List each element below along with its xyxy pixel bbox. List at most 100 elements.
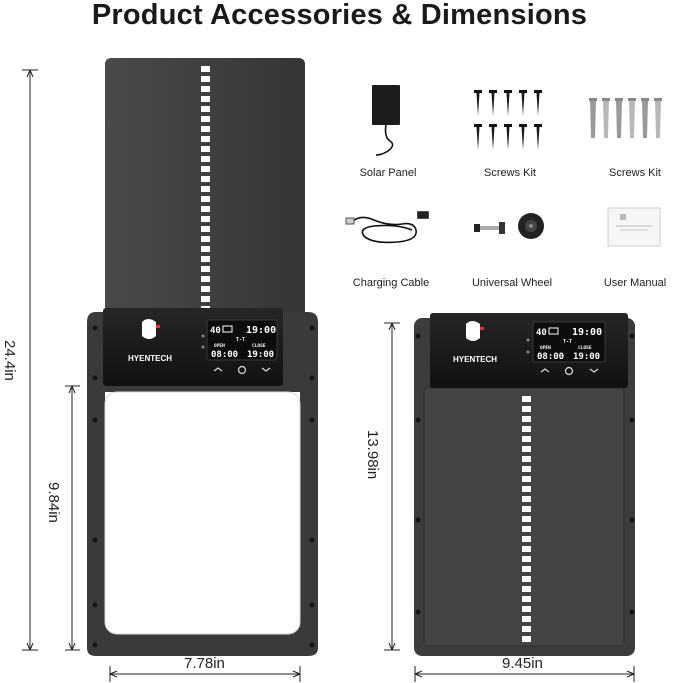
stripe-segment [201, 156, 210, 162]
lcd-open-time-2: 08:00 [537, 352, 564, 362]
dimension-lines [22, 69, 635, 682]
lcd-close-label-2: CLOSE [578, 345, 592, 351]
stripe-segment [201, 106, 210, 112]
stripe-segment [522, 576, 531, 582]
stripe-segment [201, 186, 210, 192]
screw-shaft [476, 127, 480, 150]
screw-head [534, 124, 542, 127]
brand-name: HYENTECH [128, 354, 172, 363]
battery-icon-2 [548, 327, 559, 335]
plate-screws [415, 333, 635, 615]
down-button-icon-2 [589, 368, 599, 373]
stripe-segment [201, 166, 210, 172]
stripe-segment [522, 456, 531, 462]
stripe-segment [522, 416, 531, 422]
lcd-close-time: 19:00 [247, 350, 274, 360]
hen-logo-icon [142, 319, 156, 339]
screw-head [519, 124, 527, 127]
up-button-icon [213, 367, 223, 372]
stripe-segment [201, 96, 210, 102]
dim-window-height: 9.84in [45, 482, 62, 523]
screw-head [504, 124, 512, 127]
stripe-segment [201, 86, 210, 92]
stripe-segment [522, 396, 531, 402]
lcd-battery-2: 40 [536, 328, 547, 338]
stripe-segment [201, 236, 210, 242]
anchor-body [629, 100, 635, 138]
lcd-clock-2: 19:00 [572, 327, 602, 338]
stripe-segment [522, 446, 531, 452]
stripe-segment [522, 436, 531, 442]
stripe-segment [522, 566, 531, 572]
stripe-segment [522, 476, 531, 482]
anchor-head [602, 98, 610, 101]
controller-box-2: HYENTECH 40 19:00 T-T OPEN CLOSE 08:00 1… [430, 313, 628, 388]
screw-head [504, 90, 512, 93]
stripe-segment [201, 126, 210, 132]
stripe-segment [201, 176, 210, 182]
screws-icon [474, 90, 542, 150]
settings-button-icon [237, 365, 247, 375]
down-button-icon [261, 367, 271, 372]
stripe-segment [201, 76, 210, 82]
screw-head [489, 124, 497, 127]
accessory-label-manual: User Manual [603, 277, 667, 289]
screw-shaft [491, 127, 495, 150]
accessory-label-wheel: Universal Wheel [471, 277, 553, 289]
lcd-battery: 40 [210, 326, 221, 336]
accessory-label-solar-panel: Solar Panel [359, 167, 417, 179]
wheel-icon [474, 213, 544, 239]
screw-shaft [476, 93, 480, 116]
stripe-segment [522, 496, 531, 502]
lcd-open-time: 08:00 [211, 350, 238, 360]
lcd-mode-2: T-T [563, 339, 572, 345]
stripe-segment [522, 426, 531, 432]
stripe-segment [201, 216, 210, 222]
screw-shaft [536, 93, 540, 116]
short-door: HYENTECH 40 19:00 T-T OPEN CLOSE 08:00 1… [414, 313, 635, 656]
lcd-clock: 19:00 [246, 325, 276, 336]
accessory-label-screws: Screws Kit [484, 167, 536, 179]
tall-door: HYENTECH 40 19:00 T-T OPEN CLOSE 08:00 1… [87, 58, 318, 656]
anchor-head [615, 98, 623, 101]
anchor-body [590, 100, 596, 138]
accessory-label-cable: Charging Cable [352, 277, 430, 289]
anchor-head [654, 98, 662, 101]
stripe-segment [522, 636, 531, 642]
lcd-mode: T-T [236, 337, 245, 343]
dim-total-height: 24.4in [1, 340, 18, 381]
anchors-icon [589, 98, 662, 138]
stripe-segment [522, 586, 531, 592]
stripe-segment [201, 296, 210, 302]
up-button-icon-2 [540, 368, 550, 373]
stripe-segment [522, 406, 531, 412]
stripe-segment [201, 256, 210, 262]
controller-box: HYENTECH 40 19:00 T-T OPEN CLOSE 08:00 1… [103, 308, 283, 386]
page-title: Product Accessories & Dimensions [91, 0, 588, 31]
solar-panel-icon [372, 85, 400, 156]
stripe-segment [522, 486, 531, 492]
stripe-segment [201, 226, 210, 232]
stripe-segment [522, 556, 531, 562]
stripe-segment [522, 526, 531, 532]
anchor-body [603, 100, 609, 138]
window-opening [104, 391, 301, 635]
settings-button-icon-2 [564, 366, 574, 376]
stripe-segment [522, 606, 531, 612]
dim-window-width: 7.78in [184, 655, 225, 672]
dim-door-height: 13.98in [364, 430, 381, 480]
stripe-segment [201, 66, 210, 72]
anchor-head [628, 98, 636, 101]
anchor-body [642, 100, 648, 138]
screw-shaft [536, 127, 540, 150]
stripe-segment [201, 266, 210, 272]
stripe-segment [522, 516, 531, 522]
screw-head [519, 90, 527, 93]
stripe-segment [201, 196, 210, 202]
anchor-head [641, 98, 649, 101]
lcd-open-label-2: OPEN [540, 345, 551, 351]
lcd-close-label: CLOSE [252, 343, 266, 349]
reflective-stripe-closed [522, 396, 531, 642]
lcd-close-time-2: 19:00 [573, 352, 600, 362]
manual-icon [607, 207, 661, 247]
